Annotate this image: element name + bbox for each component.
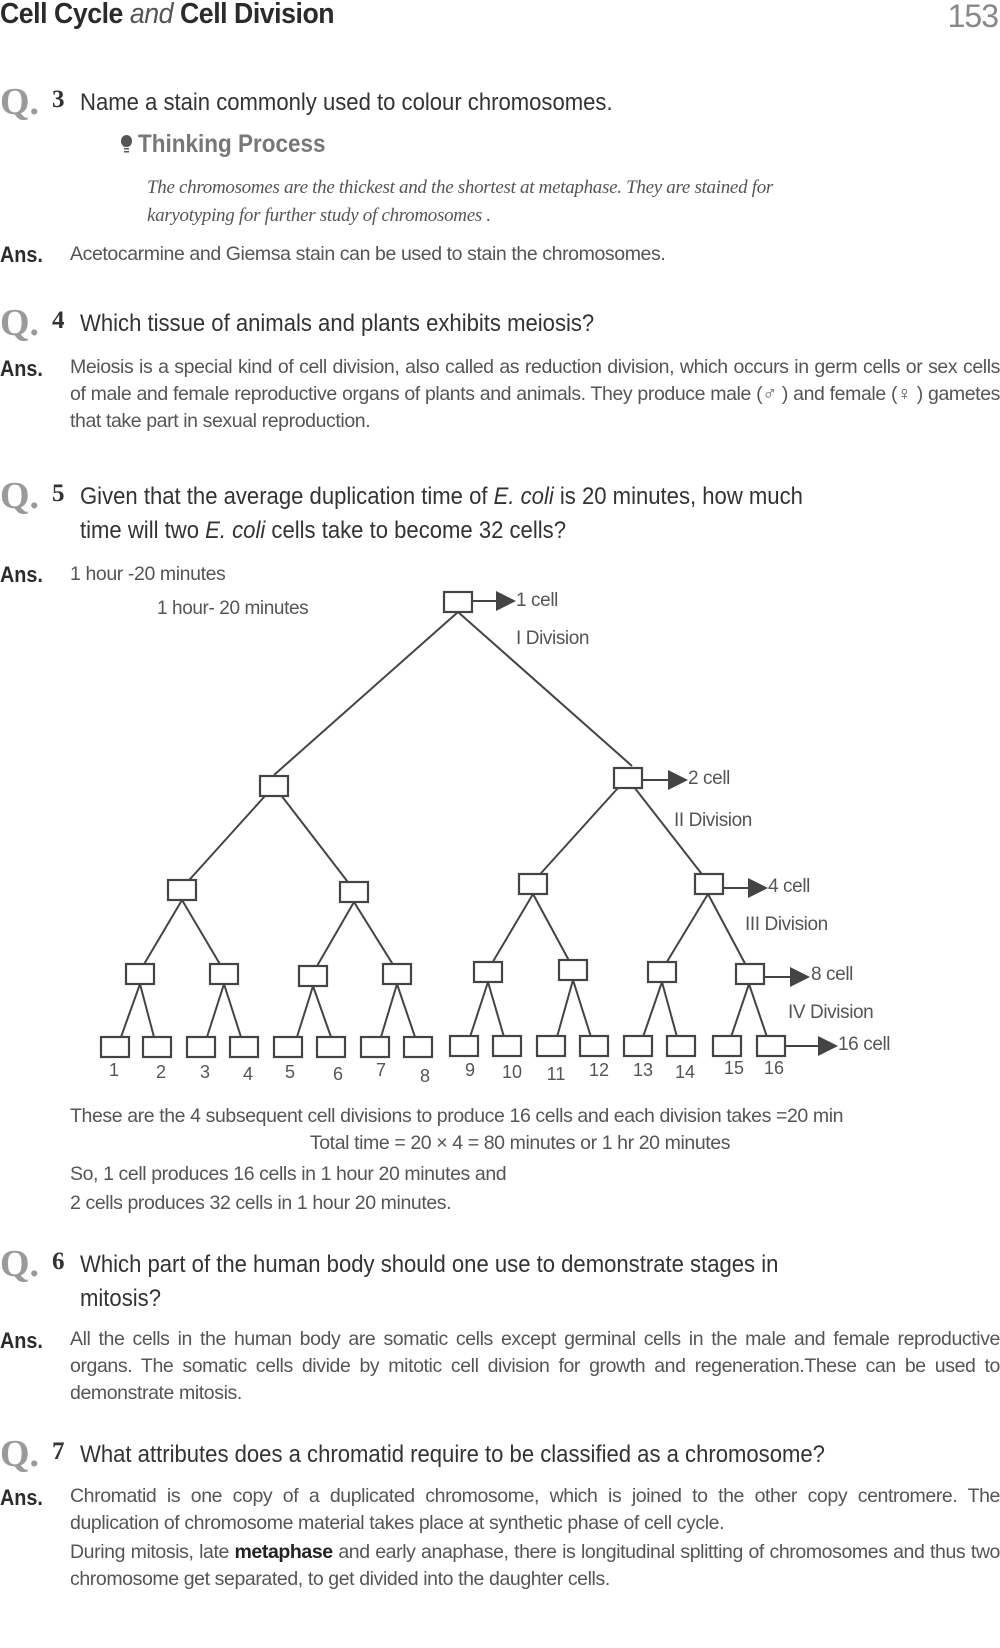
- thinking-process-heading: Thinking Process: [120, 130, 346, 159]
- question-text: Which tissue of animals and plants exhib…: [80, 310, 595, 337]
- answer-7-paragraph-2: During mitosis, late metaphase and early…: [70, 1539, 1000, 1593]
- level-label-2-cell: 2 cell: [688, 768, 730, 789]
- question-text-part: cells take to become 32 cells?: [265, 517, 566, 544]
- question-text: Name a stain commonly used to colour chr…: [80, 89, 613, 116]
- leaf-number: 3: [199, 1062, 210, 1082]
- level-label-4-cell: 4 cell: [768, 876, 810, 897]
- q-marker: Q.: [0, 1433, 40, 1475]
- q-marker: Q.: [0, 1243, 40, 1285]
- level-label-16-cell: 16 cell: [838, 1034, 891, 1055]
- question-text-part: is 20 minutes, how much: [553, 483, 803, 510]
- question-number: 6: [52, 1248, 65, 1275]
- q-marker: Q.: [0, 302, 40, 344]
- leaf-number: 5: [284, 1062, 295, 1082]
- chapter-title: Cell Cycle and Cell Division: [0, 0, 335, 31]
- thinking-line-1: The chromosomes are the thickest and the…: [147, 177, 773, 198]
- chapter-title-part2: Cell Division: [180, 0, 335, 30]
- question-text-part: time will two: [80, 517, 206, 544]
- answer-6-text: All the cells in the human body are soma…: [70, 1328, 1000, 1404]
- total-time-label: 1 hour- 20 minutes: [157, 598, 309, 619]
- species-name: E. coli: [205, 517, 266, 544]
- answer-5-text: 1 hour -20 minutes: [70, 563, 226, 585]
- leaf-number: 8: [419, 1066, 430, 1086]
- chapter-title-and: and: [129, 0, 174, 30]
- answer-7-paragraph-1: Chromatid is one copy of a duplicated ch…: [70, 1485, 1000, 1534]
- question-number: 5: [52, 480, 65, 507]
- answer-4-text: Meiosis is a special kind of cell divisi…: [70, 356, 1000, 432]
- leaf-number: 9: [464, 1060, 475, 1080]
- calculation-line-3: So, 1 cell produces 16 cells in 1 hour 2…: [70, 1163, 507, 1185]
- leaf-number: 10: [501, 1062, 523, 1082]
- answer-7-text: Chromatid is one copy of a duplicated ch…: [70, 1483, 1000, 1593]
- division-label-2: II Division: [674, 810, 752, 831]
- answer-label: Ans.: [0, 1485, 43, 1510]
- chapter-title-part1: Cell Cycle: [0, 0, 123, 30]
- answer-3-text: Acetocarmine and Giemsa stain can be use…: [70, 243, 666, 265]
- answer-label: Ans.: [0, 562, 43, 587]
- question-number: 7: [52, 1438, 65, 1465]
- leaf-number: 12: [588, 1060, 610, 1080]
- question-line-1: Which part of the human body should one …: [80, 1251, 779, 1278]
- calculation-line-4: 2 cells produces 32 cells in 1 hour 20 m…: [70, 1192, 452, 1214]
- question-text-part: Given that the average duplication time …: [80, 483, 494, 510]
- question-text: Which part of the human body should one …: [80, 1248, 1000, 1316]
- leaf-number: 13: [632, 1060, 654, 1080]
- page-number: 153: [947, 0, 999, 34]
- question-number: 3: [52, 86, 65, 113]
- level-label-8-cell: 8 cell: [811, 964, 853, 985]
- division-label-1: I Division: [516, 628, 590, 649]
- leaf-number: 11: [546, 1064, 566, 1084]
- leaf-number: 14: [674, 1062, 696, 1082]
- leaf-number: 1: [108, 1060, 119, 1080]
- level-label-1-cell: 1 cell: [516, 590, 558, 611]
- leaf-number: 6: [332, 1064, 343, 1084]
- calculation-line-2: Total time = 20 × 4 = 80 minutes or 1 hr…: [309, 1132, 731, 1154]
- division-tree-lines: [99, 590, 838, 1059]
- question-number: 4: [52, 307, 65, 334]
- thinking-line-2: karyotyping for further study of chromos…: [147, 205, 491, 226]
- answer-label: Ans.: [0, 356, 43, 381]
- leaf-number: 16: [763, 1058, 785, 1078]
- division-label-3: III Division: [745, 914, 828, 935]
- cell-division-tree-diagram: 1 hour- 20 minutes 1 cell I Division 2 c…: [0, 590, 1000, 1090]
- answer-text-part: and early anaphase, there is longitudina…: [70, 1541, 1000, 1590]
- leaf-number: 4: [242, 1064, 253, 1084]
- leaf-number: 7: [375, 1060, 386, 1080]
- q-marker: Q.: [0, 475, 40, 517]
- question-text: Given that the average duplication time …: [80, 480, 1000, 548]
- species-name: E. coli: [493, 483, 554, 510]
- leaf-number: 15: [723, 1058, 745, 1078]
- thinking-process-text: The chromosomes are the thickest and the…: [147, 174, 947, 230]
- answer-label: Ans.: [0, 242, 43, 267]
- running-head: Cell Cycle and Cell Division 153: [0, 0, 1000, 40]
- leaf-number: 2: [155, 1062, 166, 1082]
- calculation-line-1: These are the 4 subsequent cell division…: [70, 1105, 844, 1127]
- question-line-2: mitosis?: [80, 1285, 161, 1312]
- thinking-process-title: Thinking Process: [138, 130, 326, 158]
- q-marker: Q.: [0, 81, 40, 123]
- answer-label: Ans.: [0, 1328, 43, 1353]
- lightbulb-icon: [120, 134, 132, 155]
- question-text: What attributes does a chromatid require…: [80, 1441, 825, 1468]
- answer-bold-term: metaphase: [234, 1541, 333, 1563]
- division-label-4: IV Division: [788, 1002, 874, 1023]
- answer-text-part: During mitosis, late: [70, 1541, 235, 1563]
